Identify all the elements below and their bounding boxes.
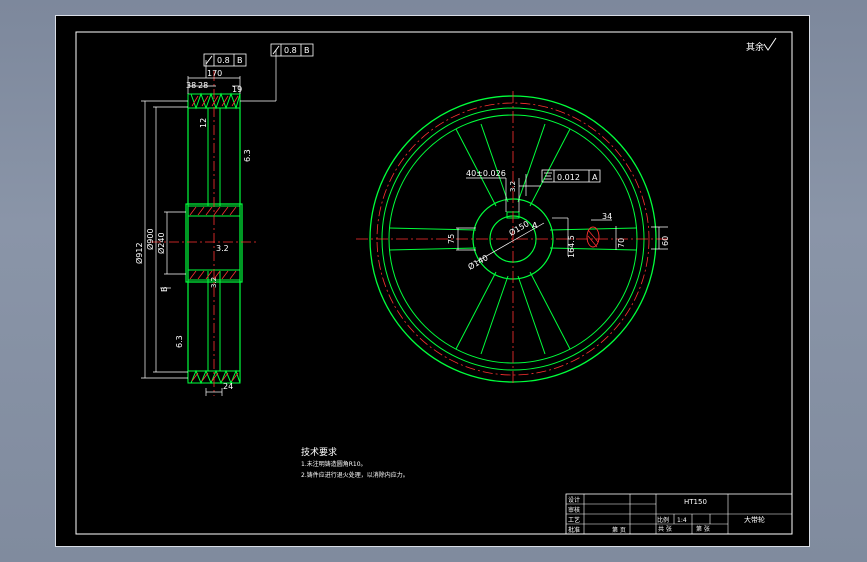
title-block-grid [566,494,792,534]
dim-75: 75 [447,234,456,244]
surface-roughness-note: 其余 [746,37,777,53]
runout-icon-1 [205,55,213,65]
bore-diameter: Ø150 [507,218,531,237]
designer-label: 设计 [568,496,580,504]
roughness-3-2-b: 3.2 [210,277,218,288]
dim-164-5: 164.5 [567,235,576,258]
side-dimension-lines [141,50,277,396]
roughness-6-3-b: 6.3 [175,335,184,348]
tech-req-line-2: 2.铸件应进行退火处理，以消除内应力。 [301,471,409,479]
dim-170: 170 [207,69,222,78]
symmetry-frame [541,169,601,183]
hub-hatch [189,206,237,280]
symmetry-tolerance: 0.012 [557,173,580,182]
dim-60: 60 [661,236,670,246]
runout-frame-1 [203,53,247,67]
symmetry-icon [544,172,552,180]
dim-34: 34 [602,212,612,221]
inner-frame [75,31,793,535]
material-value: HT150 [684,498,707,506]
craft-label: 工艺 [568,516,580,524]
title-block: 设计 审核 工艺 批准 第 页 HT150 比例 1:4 共 张 第 张 大带轮 [565,493,793,535]
technical-requirements: 技术要求 1.未注明铸造圆角R10。 2.铸件应进行退火处理，以消除内应力。 [301,446,409,479]
bottom-groove-profile [190,369,241,385]
cad-drawing: 其余 [75,31,793,535]
roughness-6-3-a: 6.3 [243,149,252,162]
bottom-cell: 第 页 [612,526,626,534]
checker-label: 审核 [568,506,580,514]
tech-req-line-1: 1.未注明铸造圆角R10。 [301,460,367,468]
runout-1-value: 0.8 [217,56,230,65]
approve-label: 批准 [568,526,580,534]
front-view: 0.012 A 40±0.026 3.2 Ø150 A Ø140 75 164.… [356,91,671,386]
dim-28: 28 [198,81,208,90]
front-dimension-lines [456,174,668,263]
dim-12: 12 [199,118,208,128]
sheet-total: 共 张 [658,525,672,533]
groove-hatch [191,95,239,382]
datum-a-label: A [532,221,538,230]
side-section-view: 0.8 B 0.8 B 170 38 28 19 12 6.3 6.3 Ø912… [134,43,314,396]
scale-label: 比例 [657,516,669,524]
runout-2-value: 0.8 [284,46,297,55]
dim-24: 24 [223,382,233,391]
datum-b-label: B [160,287,169,293]
keyway-width-dim: 40±0.026 [466,169,506,178]
sheet-number: 第 张 [696,525,710,533]
runout-frame-2 [270,43,314,57]
runout-1-datum: B [237,56,243,65]
dim-38: 38 [186,81,196,90]
scale-value: 1:4 [677,517,687,524]
roughness-check-icon [763,37,777,51]
part-name: 大带轮 [744,515,765,524]
top-groove-profile [190,92,241,110]
dim-19: 19 [232,85,242,94]
keyway-roughness: 3.2 [509,181,517,192]
runout-2-datum: B [304,46,310,55]
roughness-note-text: 其余 [746,41,764,53]
dim-900: Ø900 [145,228,155,250]
spokes [388,123,638,355]
runout-icon-2 [272,45,280,55]
dim-240: Ø240 [156,232,166,254]
spoke-section [586,226,600,248]
roughness-3-2-a: 3.2 [216,244,229,253]
tech-req-title: 技术要求 [301,446,337,458]
dim-912: Ø912 [134,242,144,264]
dim-70: 70 [617,238,626,248]
symmetry-datum: A [592,173,598,182]
drawing-sheet: 其余 [55,15,810,547]
